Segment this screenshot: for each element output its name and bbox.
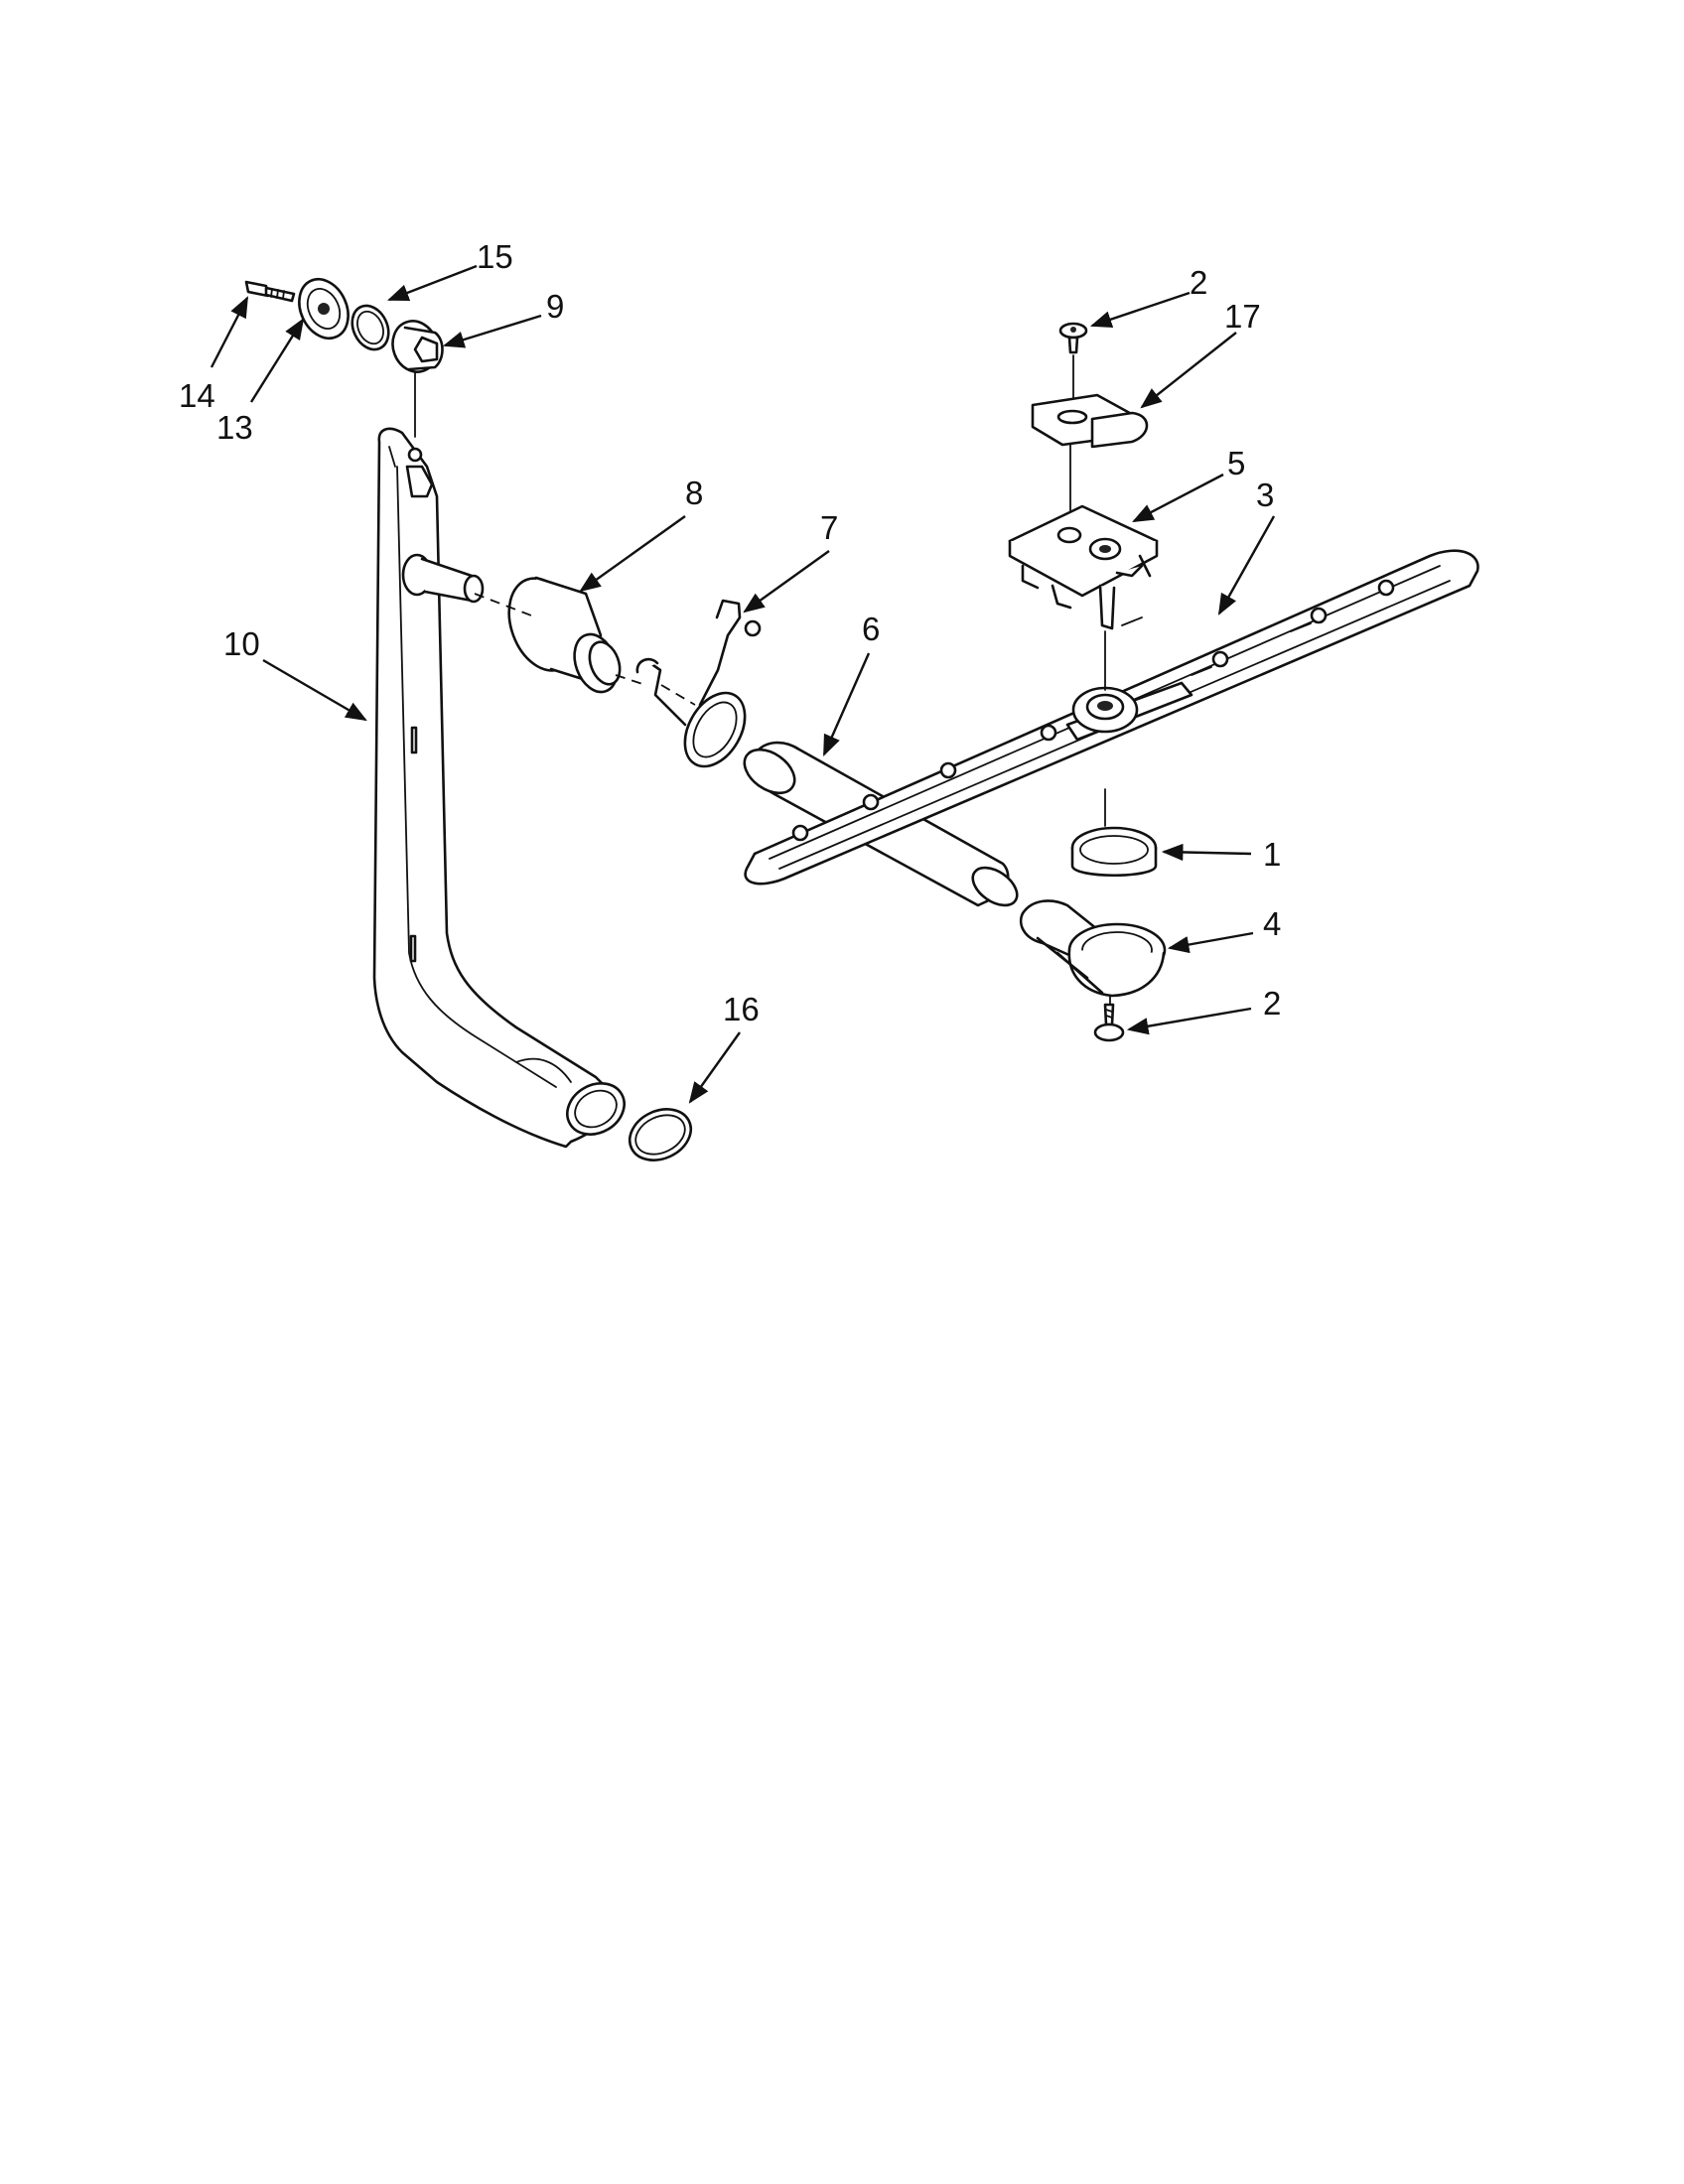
callout-14: 14 bbox=[179, 377, 215, 414]
leader-6 bbox=[822, 652, 871, 756]
screw-part-14 bbox=[244, 280, 296, 303]
leader-2a bbox=[1089, 291, 1191, 328]
leader-7 bbox=[743, 550, 830, 614]
callout-17: 17 bbox=[1224, 298, 1261, 335]
callout-16: 16 bbox=[723, 991, 760, 1027]
leader-3 bbox=[1217, 515, 1276, 615]
leader-15 bbox=[386, 264, 478, 302]
callout-4: 4 bbox=[1263, 905, 1281, 942]
cap-part-13 bbox=[298, 277, 350, 341]
callout-5: 5 bbox=[1227, 445, 1245, 481]
spray-arm-part-3 bbox=[744, 549, 1479, 886]
leader-17 bbox=[1140, 332, 1237, 409]
leader-1 bbox=[1161, 843, 1252, 862]
seal-part-8 bbox=[474, 576, 646, 694]
supply-tube-part bbox=[372, 427, 626, 1149]
callout-labels: 1 2 2 3 4 5 6 7 8 9 10 13 14 15 16 17 bbox=[179, 238, 1281, 1027]
callout-7: 7 bbox=[820, 509, 838, 546]
leader-9 bbox=[442, 314, 542, 348]
callout-3: 3 bbox=[1256, 477, 1274, 513]
leader-13 bbox=[249, 318, 305, 403]
leader-10 bbox=[262, 658, 367, 722]
leader-4 bbox=[1167, 931, 1254, 954]
callout-2-bottom: 2 bbox=[1263, 985, 1281, 1022]
leader-14 bbox=[210, 296, 249, 368]
bracket-part-5 bbox=[1008, 504, 1159, 691]
screw-part-2-bottom bbox=[1093, 1003, 1125, 1042]
callout-2-top: 2 bbox=[1190, 264, 1207, 301]
bearing-part-1 bbox=[1070, 788, 1158, 877]
callout-9: 9 bbox=[546, 288, 564, 325]
leader-16 bbox=[688, 1031, 741, 1104]
leader-5 bbox=[1132, 473, 1224, 523]
callout-10: 10 bbox=[223, 625, 260, 662]
callout-13: 13 bbox=[216, 409, 253, 446]
leader-2b bbox=[1126, 1007, 1252, 1035]
bracket-part-17 bbox=[1031, 393, 1149, 517]
o-ring-part-15 bbox=[351, 304, 390, 351]
clip-part-7 bbox=[635, 599, 762, 768]
leader-lines bbox=[210, 264, 1276, 1104]
callout-6: 6 bbox=[862, 611, 880, 647]
callout-15: 15 bbox=[477, 238, 513, 275]
hub-part-4 bbox=[1036, 922, 1167, 1014]
screw-part-2-top bbox=[1058, 322, 1088, 416]
callout-8: 8 bbox=[685, 475, 703, 511]
nut-part-9 bbox=[391, 320, 444, 438]
callout-1: 1 bbox=[1263, 836, 1281, 873]
o-ring-part-16 bbox=[628, 1108, 693, 1161]
leader-8 bbox=[579, 515, 686, 593]
